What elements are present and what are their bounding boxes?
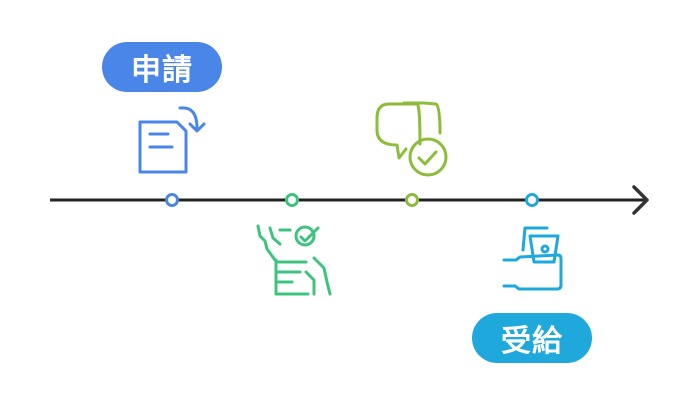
speech-bubble-check-icon [375,101,448,177]
timeline-node-2 [285,193,299,207]
document-submit-icon [138,106,206,174]
timeline-node-3 [405,193,419,207]
checklist-hand-icon [256,224,332,296]
step-badge-apply: 申請 [102,42,222,92]
hand-receiving-money-icon [502,226,563,291]
timeline-node-1 [165,193,179,207]
step-badge-receive: 受給 [472,313,592,363]
timeline-node-4 [525,193,539,207]
arrow-head-icon [632,185,649,215]
